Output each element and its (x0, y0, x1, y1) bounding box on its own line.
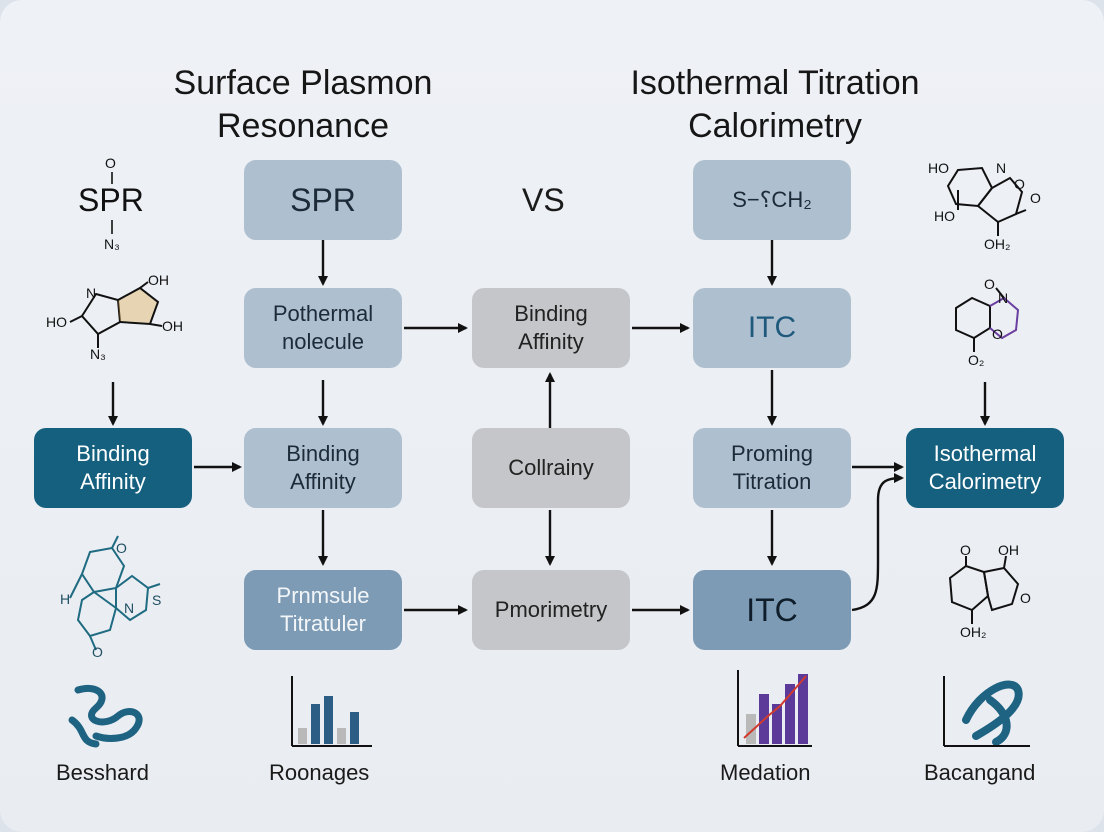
mol-lb-h: H (60, 591, 71, 607)
itc-top-box: ITC (693, 288, 851, 368)
binding-affinity-center-box: Binding Affinity (472, 288, 630, 368)
mol-lt-oh1: OH (148, 272, 169, 288)
chart-bar (311, 704, 320, 744)
proming-titration-box: Proming Titration (693, 428, 851, 508)
mol-lb-o1: O (116, 540, 127, 556)
spr-box: SPR (244, 160, 402, 240)
mol-rb-o2: O (1020, 590, 1031, 606)
curve-itc-to-isothermal (851, 473, 904, 612)
binding-affinity-mid-box: Binding Affinity (244, 428, 402, 508)
chart-bar (798, 674, 808, 744)
chart-bar (298, 728, 307, 744)
spr-side-o: O (105, 155, 116, 171)
mol-rt-ho1: HO (928, 160, 949, 176)
chart-bar (746, 714, 756, 744)
mol-rt-o2: O (1030, 190, 1041, 206)
mol-rm-o1: O (984, 276, 995, 292)
prnmsule-titratuler-box: Prnmsule Titratuler (244, 570, 402, 650)
mol-rm-o2: O (992, 326, 1003, 342)
mol-rm-n: N (998, 290, 1009, 306)
mol-lb-o2: O (92, 644, 103, 660)
itc-bottom-box: ITC (693, 570, 851, 650)
chart-bar (350, 712, 359, 744)
itc-title: Isothermal Titration Calorimetry (630, 64, 920, 145)
pmorimetry-box: Pmorimetry (472, 570, 630, 650)
mol-lt-oh2: OH (162, 318, 183, 334)
chart-bar (324, 696, 333, 744)
spr-side-n: N₃ (104, 236, 120, 252)
spr-side-label: SPR (78, 182, 144, 218)
chart-bar (337, 728, 346, 744)
label-medation: Medation (720, 760, 811, 785)
label-roonages: Roonages (269, 760, 370, 785)
mol-lt-n: N (86, 285, 97, 301)
label-bacangand: Bacangand (924, 760, 1036, 785)
collrainy-box: Collrainy (472, 428, 630, 508)
mol-lb-n: N (124, 600, 135, 616)
mol-lt-ho: HO (46, 314, 67, 330)
label-besshard: Besshard (56, 760, 149, 785)
mol-rt-n: N (996, 160, 1007, 176)
mol-rb-oh2: OH₂ (960, 624, 987, 640)
pothermal-molecule-box: Pothermal nolecule (244, 288, 402, 368)
mol-rt-ho2: HO (934, 208, 955, 224)
chart-trend-line (743, 675, 807, 739)
chart-bar (785, 684, 795, 744)
mol-rb-oh: OH (998, 542, 1019, 558)
mol-rt-o1: O (1014, 176, 1025, 192)
vs-label: VS (522, 182, 565, 218)
formula-box: S−⸮CH₂ (693, 160, 851, 240)
mol-lb-s: S (152, 592, 162, 608)
mol-rt-oh2: OH₂ (984, 236, 1011, 252)
binding-affinity-left-box: Binding Affinity (34, 428, 192, 508)
chart-bar (772, 704, 782, 744)
mol-rb-o1: O (960, 542, 971, 558)
mol-lt-n3: N₃ (90, 346, 106, 362)
mol-rm-o3: O₂ (968, 352, 985, 368)
isothermal-calorimetry-box: Isothermal Calorimetry (906, 428, 1064, 508)
spr-title: Surface Plasmon Resonance (173, 64, 433, 145)
